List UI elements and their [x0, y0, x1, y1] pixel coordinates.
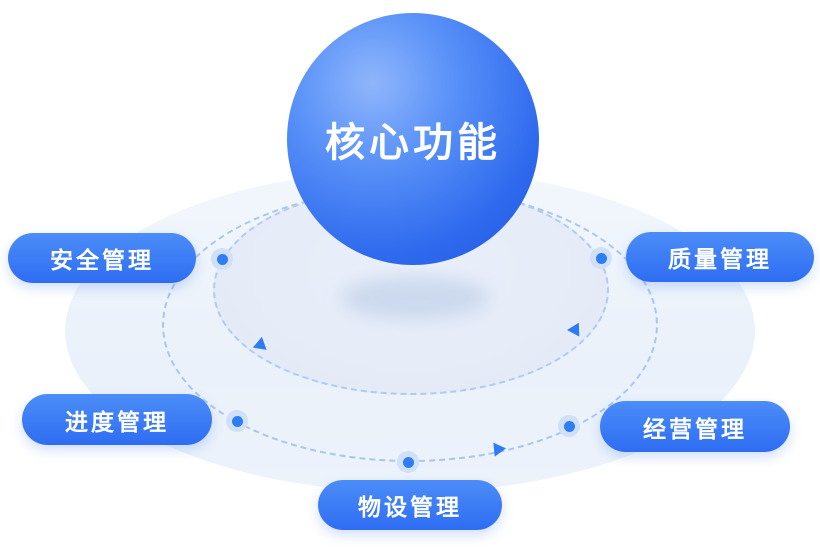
- core-sphere-label: 核心功能: [325, 121, 501, 165]
- node-pill-operation[interactable]: 经营管理: [600, 401, 790, 452]
- core-sphere: 核心功能: [287, 13, 539, 265]
- sphere-shadow: [340, 276, 490, 320]
- node-pill-equipment-label: 物设管理: [358, 494, 462, 520]
- orbit-dot: [211, 248, 233, 270]
- node-pill-operation-label: 经营管理: [643, 415, 747, 442]
- node-pill-quality[interactable]: 质量管理: [626, 232, 814, 282]
- node-pill-safety-label: 安全管理: [50, 247, 154, 273]
- orbit-dot: [558, 415, 580, 437]
- node-pill-equipment[interactable]: 物设管理: [318, 480, 502, 530]
- orbit-dot: [226, 410, 248, 432]
- orbit-dot: [590, 247, 612, 269]
- node-pill-quality-label: 质量管理: [668, 246, 772, 272]
- orbit-dot: [397, 451, 419, 473]
- orbit-arrow-icon: [493, 441, 507, 457]
- node-pill-safety[interactable]: 安全管理: [8, 233, 196, 283]
- node-pill-progress-label: 进度管理: [65, 408, 169, 435]
- node-pill-progress[interactable]: 进度管理: [22, 394, 212, 445]
